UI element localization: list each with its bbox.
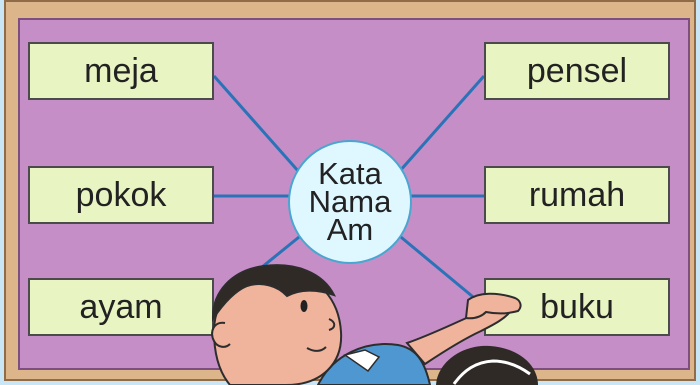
word-card-rumah: rumah [484,166,670,224]
word-card-pensel: pensel [484,42,670,100]
center-line-1: Kata [318,156,382,192]
center-line-3: Am [326,211,374,247]
word-card-pokok: pokok [28,166,214,224]
word-card-meja: meja [28,42,214,100]
center-node: Kata Nama Am [288,140,412,264]
word-card-ayam: ayam [28,278,214,336]
center-line-2: Nama [308,184,392,220]
word-card-buku: buku [484,278,670,336]
